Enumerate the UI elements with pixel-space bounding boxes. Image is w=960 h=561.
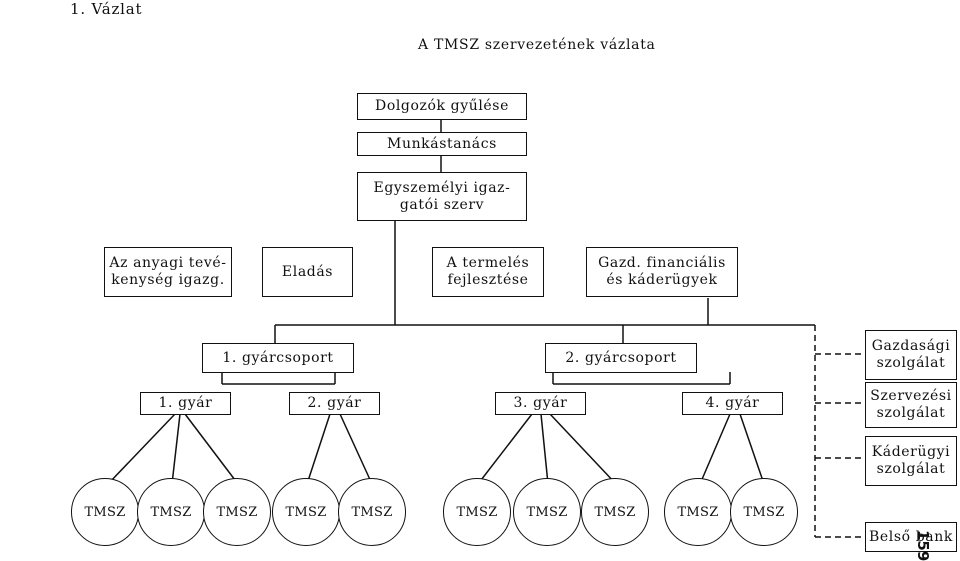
box-finance-personnel: Gazd. financiális és káderügyek <box>586 247 738 297</box>
tmsz-circle: TMSZ <box>71 478 139 546</box>
tmsz-circle: TMSZ <box>513 478 581 546</box>
tmsz-circle: TMSZ <box>664 478 732 546</box>
box-workers-council: Munkástanács <box>357 132 527 156</box>
box-factory-group-2: 2. gyárcsoport <box>545 343 697 373</box>
box-sales: Eladás <box>262 247 353 297</box>
box-internal-bank: Belső bank <box>865 522 957 552</box>
section-label: 1. Vázlat <box>70 0 143 18</box>
tmsz-circle: TMSZ <box>730 478 798 546</box>
box-production-development: A termelés fejlesztése <box>432 247 544 297</box>
box-factory-2: 2. gyár <box>289 392 380 415</box>
box-personnel-service: Káderügyi szolgálat <box>865 436 957 486</box>
tmsz-circle: TMSZ <box>203 478 271 546</box>
box-factory-group-1: 1. gyárcsoport <box>202 343 354 373</box>
tmsz-circle: TMSZ <box>338 478 406 546</box>
tmsz-circle: TMSZ <box>581 478 649 546</box>
box-material-management: Az anyagi tevé- kenység igazg. <box>104 247 232 297</box>
box-factory-4: 4. gyár <box>682 392 783 415</box>
tmsz-circle: TMSZ <box>272 478 340 546</box>
box-factory-3: 3. gyár <box>495 392 586 415</box>
tmsz-circle: TMSZ <box>443 478 511 546</box>
diagram-title: A TMSZ szervezetének vázlata <box>418 37 656 53</box>
box-workers-assembly: Dolgozók gyűlése <box>357 93 527 120</box>
page-number: 159 <box>914 530 932 561</box>
box-economic-service: Gazdasági szolgálat <box>865 330 957 380</box>
tmsz-circle: TMSZ <box>137 478 205 546</box>
box-director: Egyszemélyi igaz- gatói szerv <box>357 172 527 221</box>
box-organization-service: Szervezési szolgálat <box>865 382 957 428</box>
box-factory-1: 1. gyár <box>140 392 231 415</box>
